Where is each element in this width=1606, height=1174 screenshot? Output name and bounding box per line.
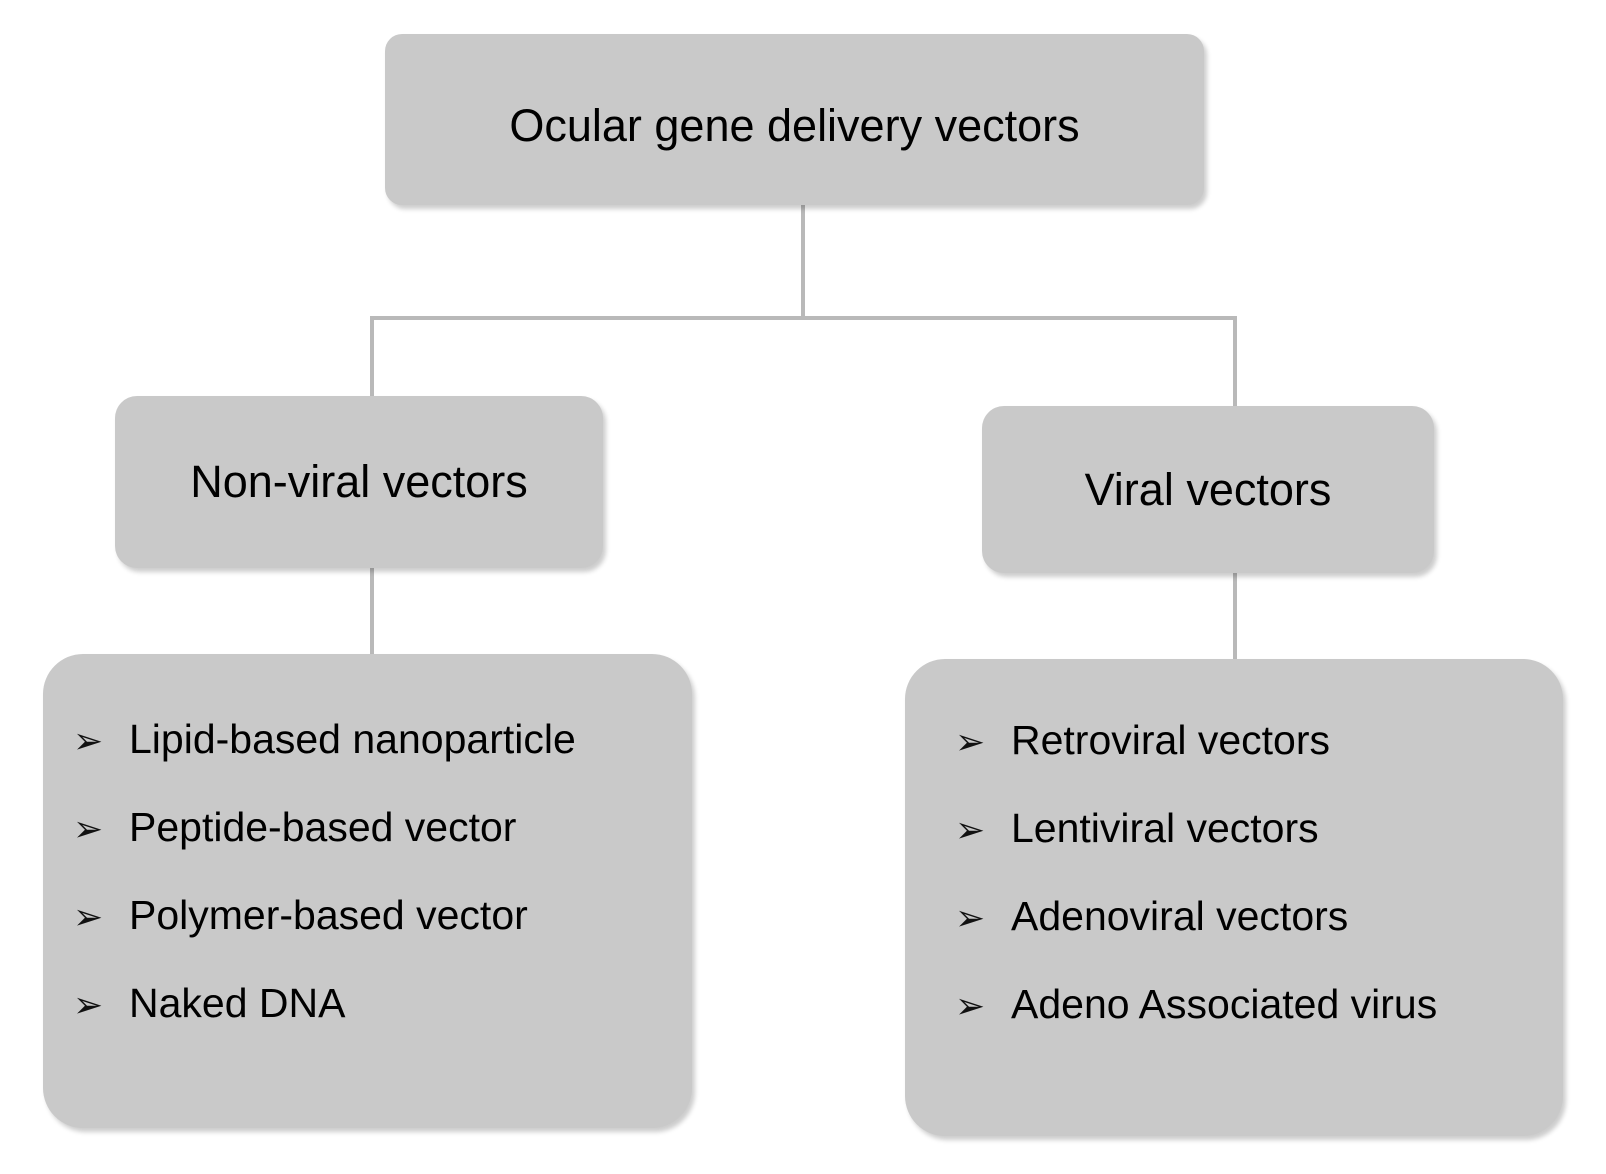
connector-root-to-split bbox=[801, 205, 805, 320]
list-item-label: Adeno Associated virus bbox=[1011, 981, 1438, 1027]
arrowhead-bullet-icon: ➢ bbox=[955, 897, 986, 938]
list-item[interactable]: ➢ Polymer-based vector bbox=[73, 892, 722, 980]
list-item-label: Naked DNA bbox=[129, 980, 346, 1026]
list-item-label: Retroviral vectors bbox=[1011, 717, 1330, 763]
connector-viral-to-list bbox=[1233, 573, 1237, 661]
connector-nonviral-to-list bbox=[370, 568, 374, 656]
node-viral-vectors[interactable]: Viral vectors bbox=[982, 406, 1434, 573]
arrowhead-bullet-icon: ➢ bbox=[955, 721, 986, 762]
arrowhead-bullet-icon: ➢ bbox=[73, 984, 104, 1025]
list-item[interactable]: ➢ Adeno Associated virus bbox=[955, 981, 1606, 1069]
arrowhead-bullet-icon: ➢ bbox=[73, 720, 104, 761]
node-non-viral-vectors[interactable]: Non-viral vectors bbox=[115, 396, 603, 568]
list-item[interactable]: ➢ Lentiviral vectors bbox=[955, 805, 1606, 893]
node-viral-vectors-list[interactable]: ➢ Retroviral vectors ➢ Lentiviral vector… bbox=[905, 659, 1563, 1136]
node-root-label: Ocular gene delivery vectors bbox=[509, 100, 1080, 151]
arrowhead-bullet-icon: ➢ bbox=[955, 985, 986, 1026]
node-non-viral-label: Non-viral vectors bbox=[190, 456, 528, 507]
list-item-label: Peptide-based vector bbox=[129, 804, 517, 850]
list-item[interactable]: ➢ Adenoviral vectors bbox=[955, 893, 1606, 981]
node-viral-label: Viral vectors bbox=[1084, 464, 1332, 515]
viral-bullet-list: ➢ Retroviral vectors ➢ Lentiviral vector… bbox=[905, 659, 1606, 1069]
arrowhead-bullet-icon: ➢ bbox=[73, 896, 104, 937]
list-item[interactable]: ➢ Lipid-based nanoparticle bbox=[73, 716, 722, 804]
list-item-label: Polymer-based vector bbox=[129, 892, 528, 938]
list-item-label: Lipid-based nanoparticle bbox=[129, 716, 576, 762]
list-item[interactable]: ➢ Retroviral vectors bbox=[955, 717, 1606, 805]
connector-split-to-nonviral bbox=[370, 316, 374, 398]
non-viral-bullet-list: ➢ Lipid-based nanoparticle ➢ Peptide-bas… bbox=[43, 654, 722, 1068]
list-item-label: Lentiviral vectors bbox=[1011, 805, 1319, 851]
arrowhead-bullet-icon: ➢ bbox=[73, 808, 104, 849]
list-item-label: Adenoviral vectors bbox=[1011, 893, 1349, 939]
arrowhead-bullet-icon: ➢ bbox=[955, 809, 986, 850]
node-non-viral-vectors-list[interactable]: ➢ Lipid-based nanoparticle ➢ Peptide-bas… bbox=[43, 654, 692, 1128]
node-ocular-gene-delivery-vectors[interactable]: Ocular gene delivery vectors bbox=[385, 34, 1204, 205]
list-item[interactable]: ➢ Peptide-based vector bbox=[73, 804, 722, 892]
list-item[interactable]: ➢ Naked DNA bbox=[73, 980, 722, 1068]
connector-horizontal-split bbox=[370, 316, 1237, 320]
connector-split-to-viral bbox=[1233, 316, 1237, 408]
